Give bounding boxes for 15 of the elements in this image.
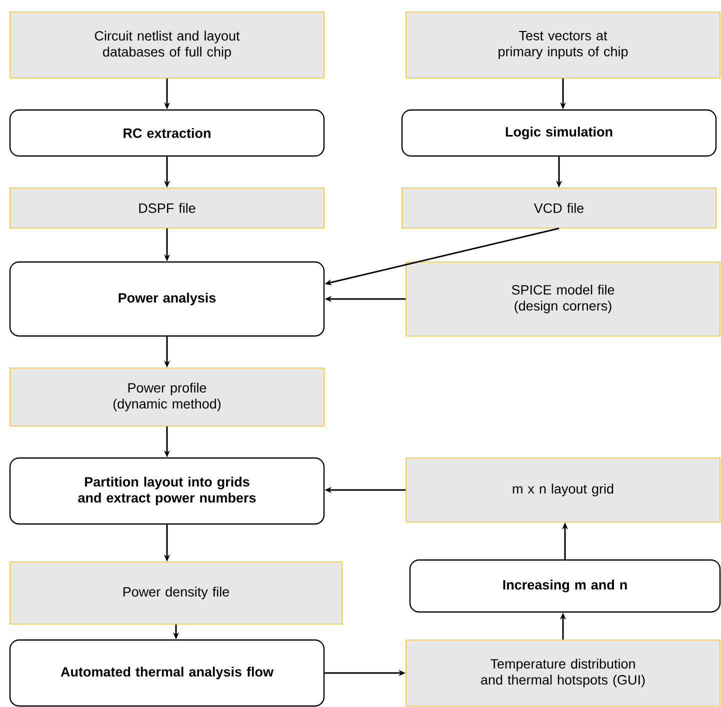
process-box: Partition layout into grids and extract power numbers	[9, 457, 325, 525]
file-box: m x n layout grid	[406, 458, 720, 522]
process-box: Automated thermal analysis flow	[9, 639, 325, 707]
file-box: Temperature distribution and thermal hotspots (GUI)	[406, 640, 720, 706]
file-box: Circuit netlist and layout databases of full chip	[10, 12, 324, 78]
file-box: VCD file	[402, 188, 716, 228]
process-box: RC extraction	[9, 109, 325, 157]
process-box: Power analysis	[9, 261, 325, 337]
file-box: Power profile (dynamic method)	[10, 368, 324, 426]
file-box: Test vectors at primary inputs of chip	[406, 12, 720, 78]
process-box: Logic simulation	[401, 109, 717, 157]
process-box: Increasing m and n	[409, 559, 721, 613]
file-box: DSPF file	[10, 188, 324, 228]
file-box: Power density file	[10, 562, 342, 624]
file-box: SPICE model file (design corners)	[406, 262, 720, 336]
